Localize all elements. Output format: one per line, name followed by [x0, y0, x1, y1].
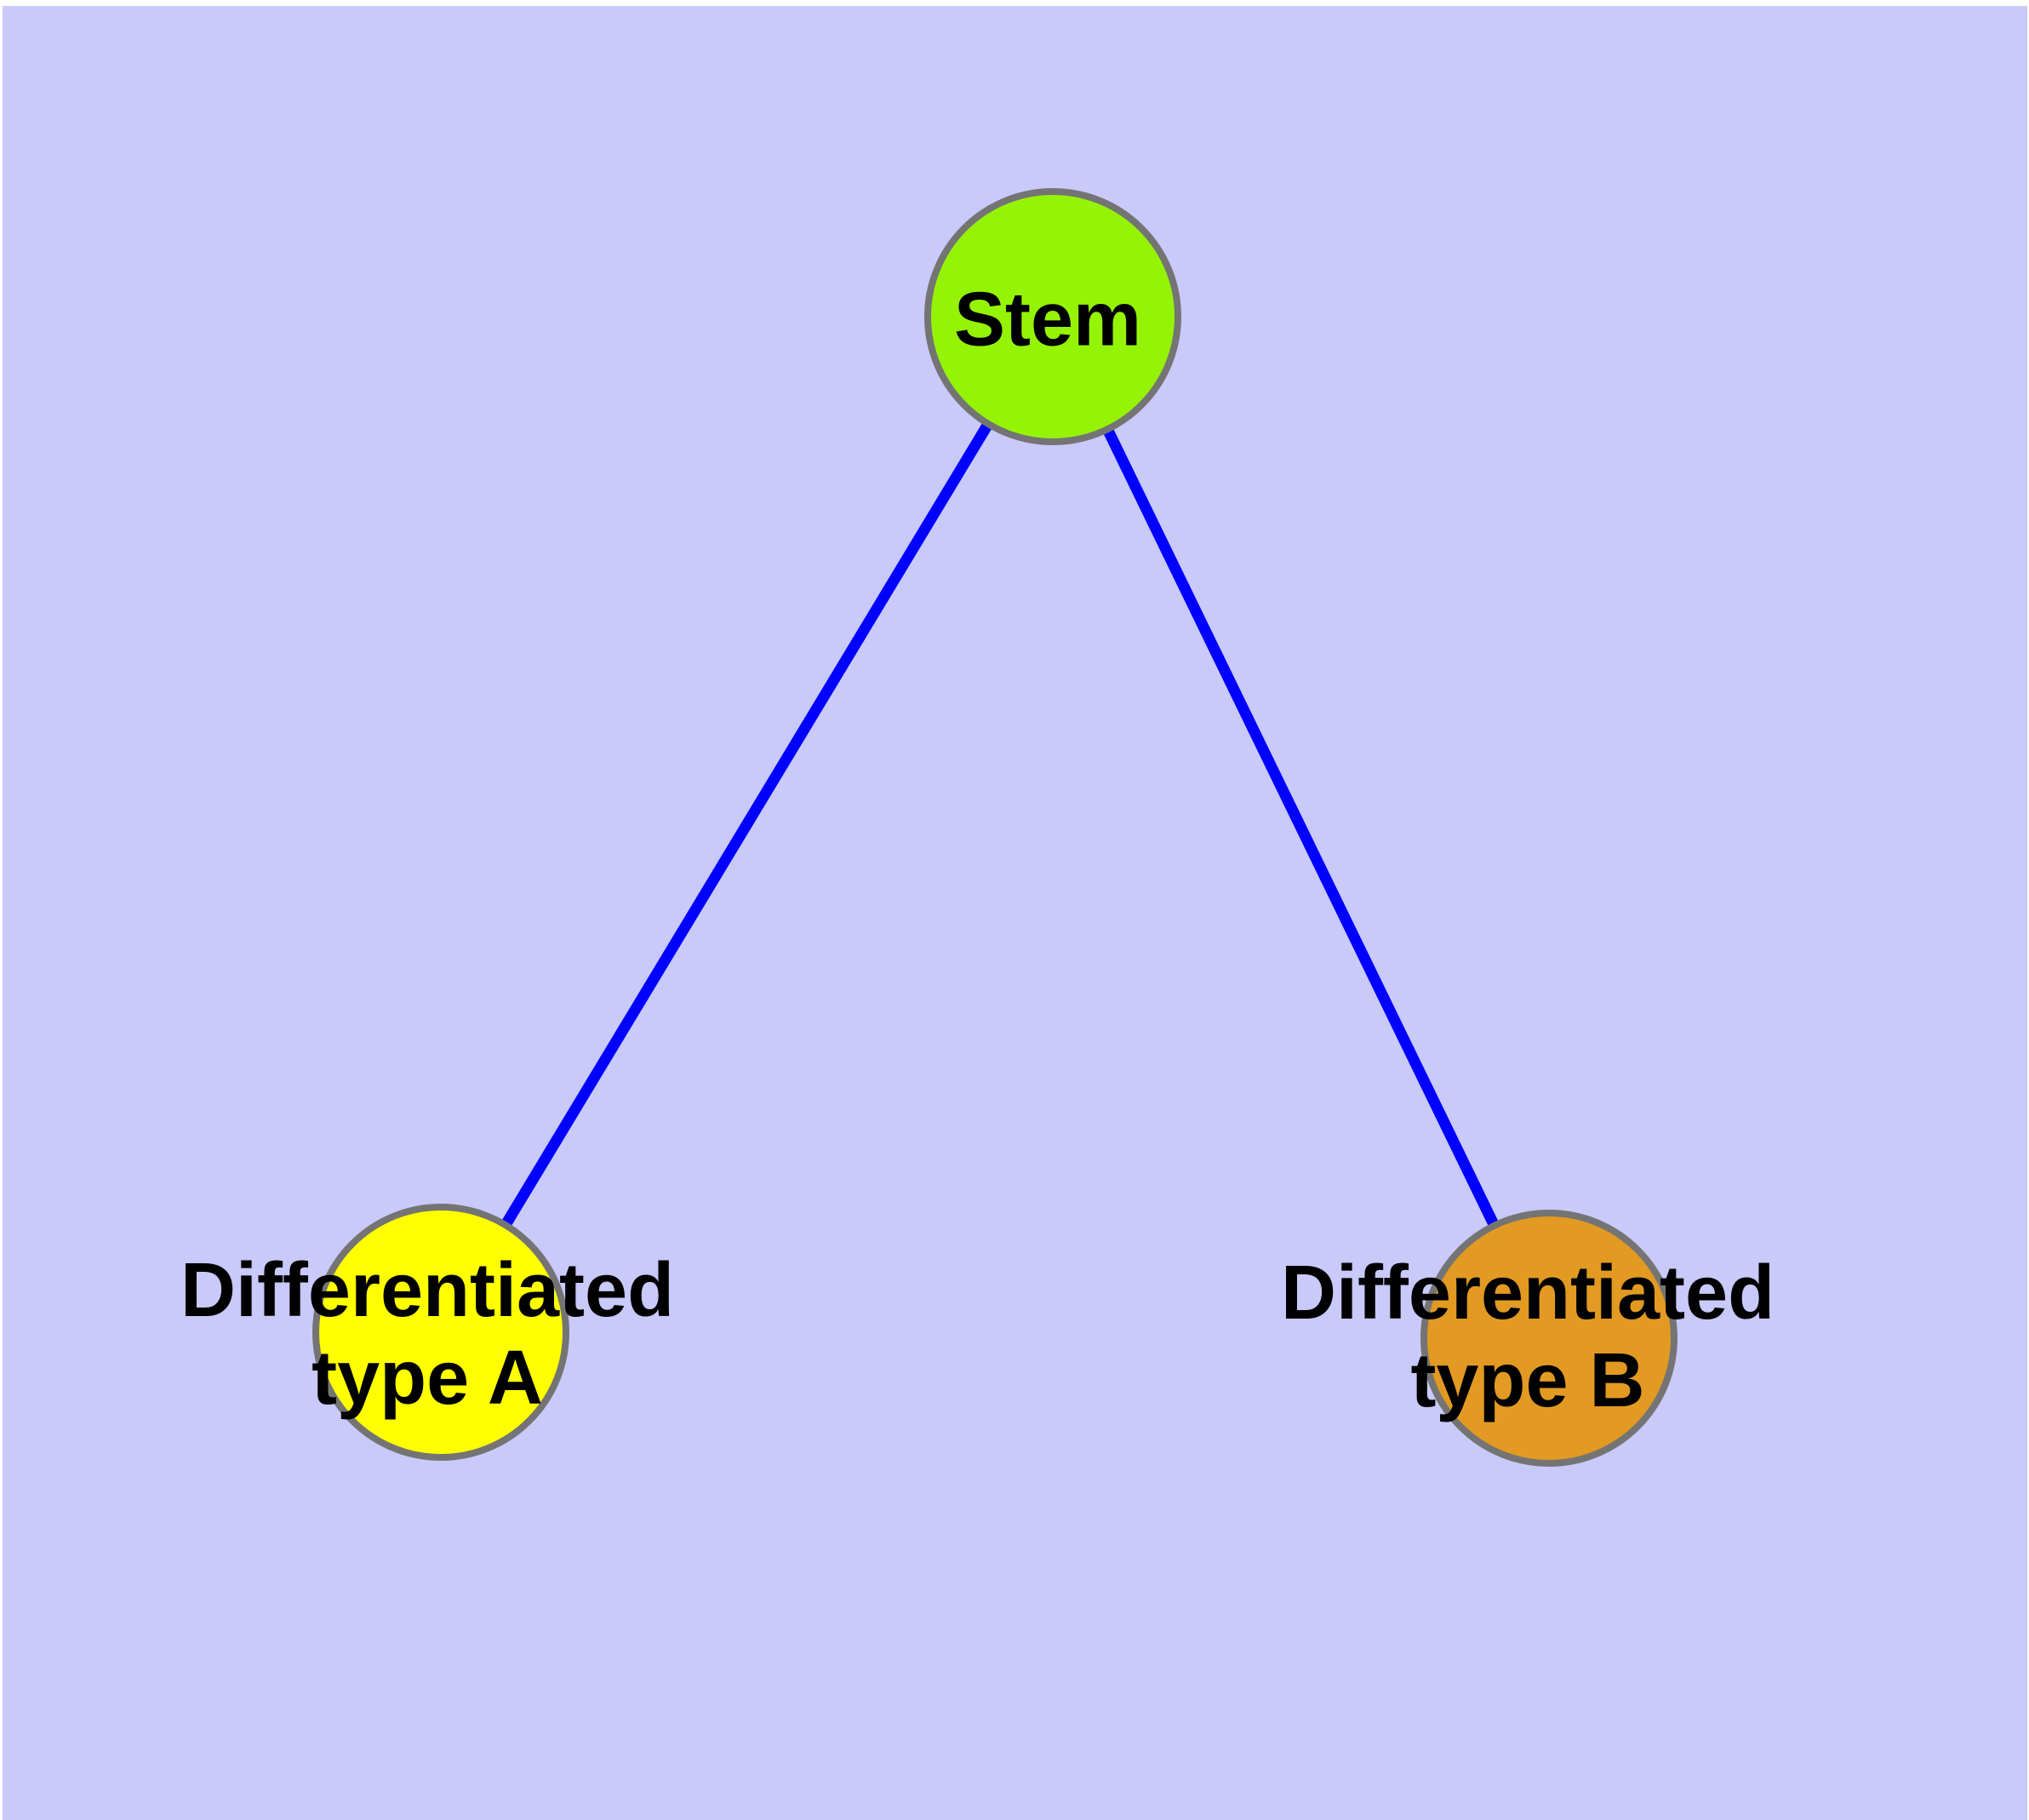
node-stem-label: Stem	[953, 277, 1142, 363]
node-differentiated-type-a	[312, 1204, 569, 1461]
node-stem	[924, 188, 1181, 445]
edge-stem-to-differentiated-type-b	[1048, 314, 1554, 1341]
node-differentiated-type-b-label: Differentiated type B	[1280, 1251, 1775, 1423]
edge-stem-to-differentiated-type-a	[436, 313, 1058, 1336]
node-differentiated-type-a-label: Differentiated type A	[180, 1248, 675, 1421]
node-differentiated-type-b	[1420, 1210, 1677, 1467]
